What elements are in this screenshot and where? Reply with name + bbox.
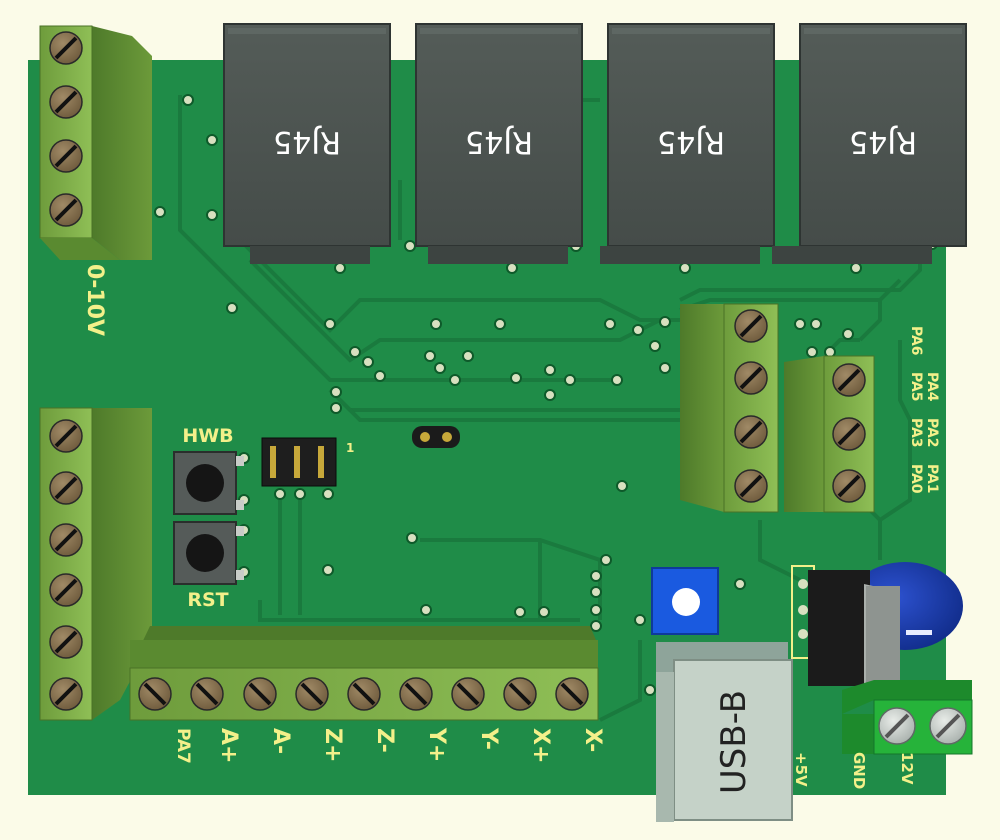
screw	[734, 361, 768, 395]
rj45-label: RJ45	[657, 124, 725, 159]
trimmer-potentiometer[interactable]	[651, 567, 719, 635]
screw	[49, 193, 83, 227]
screw	[832, 417, 866, 451]
right-pin-labels: PA6 PA4 PA5 PA2 PA3 PA1 PA0	[908, 326, 940, 494]
pin-label: GND	[850, 752, 868, 789]
pin-label: PA3	[908, 418, 924, 448]
screw	[190, 677, 224, 711]
screw	[832, 469, 866, 503]
screw	[832, 363, 866, 397]
voltage-regulator	[808, 570, 900, 706]
screw	[49, 625, 83, 659]
rj45-connector: RJ45	[223, 23, 391, 264]
hwb-label: HWB	[182, 425, 233, 447]
terminal-block-right-b	[784, 355, 875, 513]
power-labels: +5V GND 12V	[792, 752, 916, 789]
screw	[49, 419, 83, 453]
screw	[49, 31, 83, 65]
bottom-pin-labels: PA7 A+ A- Z+ Z- Y+ Y- X+ X-	[173, 727, 605, 764]
screw	[49, 139, 83, 173]
rj45-label: RJ45	[849, 124, 917, 159]
pin-label: Z-	[372, 728, 397, 753]
screw	[929, 707, 967, 745]
vias	[154, 94, 938, 696]
jumper	[412, 426, 460, 448]
pin-label: PA0	[908, 464, 924, 494]
terminal-block-right-a	[680, 303, 779, 513]
screw	[878, 707, 916, 745]
rj45-connector: RJ45	[772, 23, 967, 264]
screw	[49, 523, 83, 557]
pin-label: PA4	[924, 372, 940, 402]
pin-label: +5V	[792, 752, 810, 787]
pin-label: PA7	[173, 728, 193, 764]
terminal-block-left	[39, 407, 152, 721]
pin-label: A+	[216, 728, 241, 763]
rst-button[interactable]	[173, 521, 244, 585]
rj45-connector: RJ45	[600, 23, 775, 264]
pin-label: X+	[528, 728, 553, 763]
terminal-block-bottom	[129, 626, 599, 721]
screw	[503, 677, 537, 711]
screw	[49, 471, 83, 505]
screw	[734, 469, 768, 503]
rj45-label: RJ45	[273, 124, 341, 159]
usb-b-connector: USB-B	[656, 642, 793, 822]
pin-label: Z+	[320, 728, 345, 762]
header-pin1-label: 1	[346, 441, 354, 455]
usb-label: USB-B	[714, 690, 754, 794]
hwb-button[interactable]	[173, 451, 244, 515]
rst-label: RST	[187, 589, 228, 611]
screw	[138, 677, 172, 711]
screw	[734, 309, 768, 343]
pin-label: PA2	[924, 418, 940, 448]
rj45-connectors: RJ45 RJ45 RJ45 RJ45	[223, 23, 967, 264]
pin-label: PA5	[908, 372, 924, 402]
screw	[399, 677, 433, 711]
pin-label: A-	[268, 728, 293, 754]
pin-label: Y-	[476, 727, 501, 750]
pin-label: PA6	[908, 326, 924, 356]
rj45-label: RJ45	[465, 124, 533, 159]
screw	[347, 677, 381, 711]
screw	[243, 677, 277, 711]
screw	[555, 677, 589, 711]
screw	[49, 677, 83, 711]
screw	[49, 573, 83, 607]
screw	[451, 677, 485, 711]
pin-label: X-	[580, 728, 605, 752]
rj45-connector: RJ45	[415, 23, 583, 264]
terminal-block-power	[842, 680, 973, 755]
screw	[295, 677, 329, 711]
pin-label: Y+	[424, 727, 449, 762]
pin-label: 12V	[898, 752, 916, 785]
analog-label: 0-10V	[82, 264, 107, 336]
terminal-block-analog	[39, 25, 152, 260]
pin-header-2x3	[261, 437, 337, 487]
screw	[49, 85, 83, 119]
screw	[734, 415, 768, 449]
pin-label: PA1	[924, 464, 940, 494]
